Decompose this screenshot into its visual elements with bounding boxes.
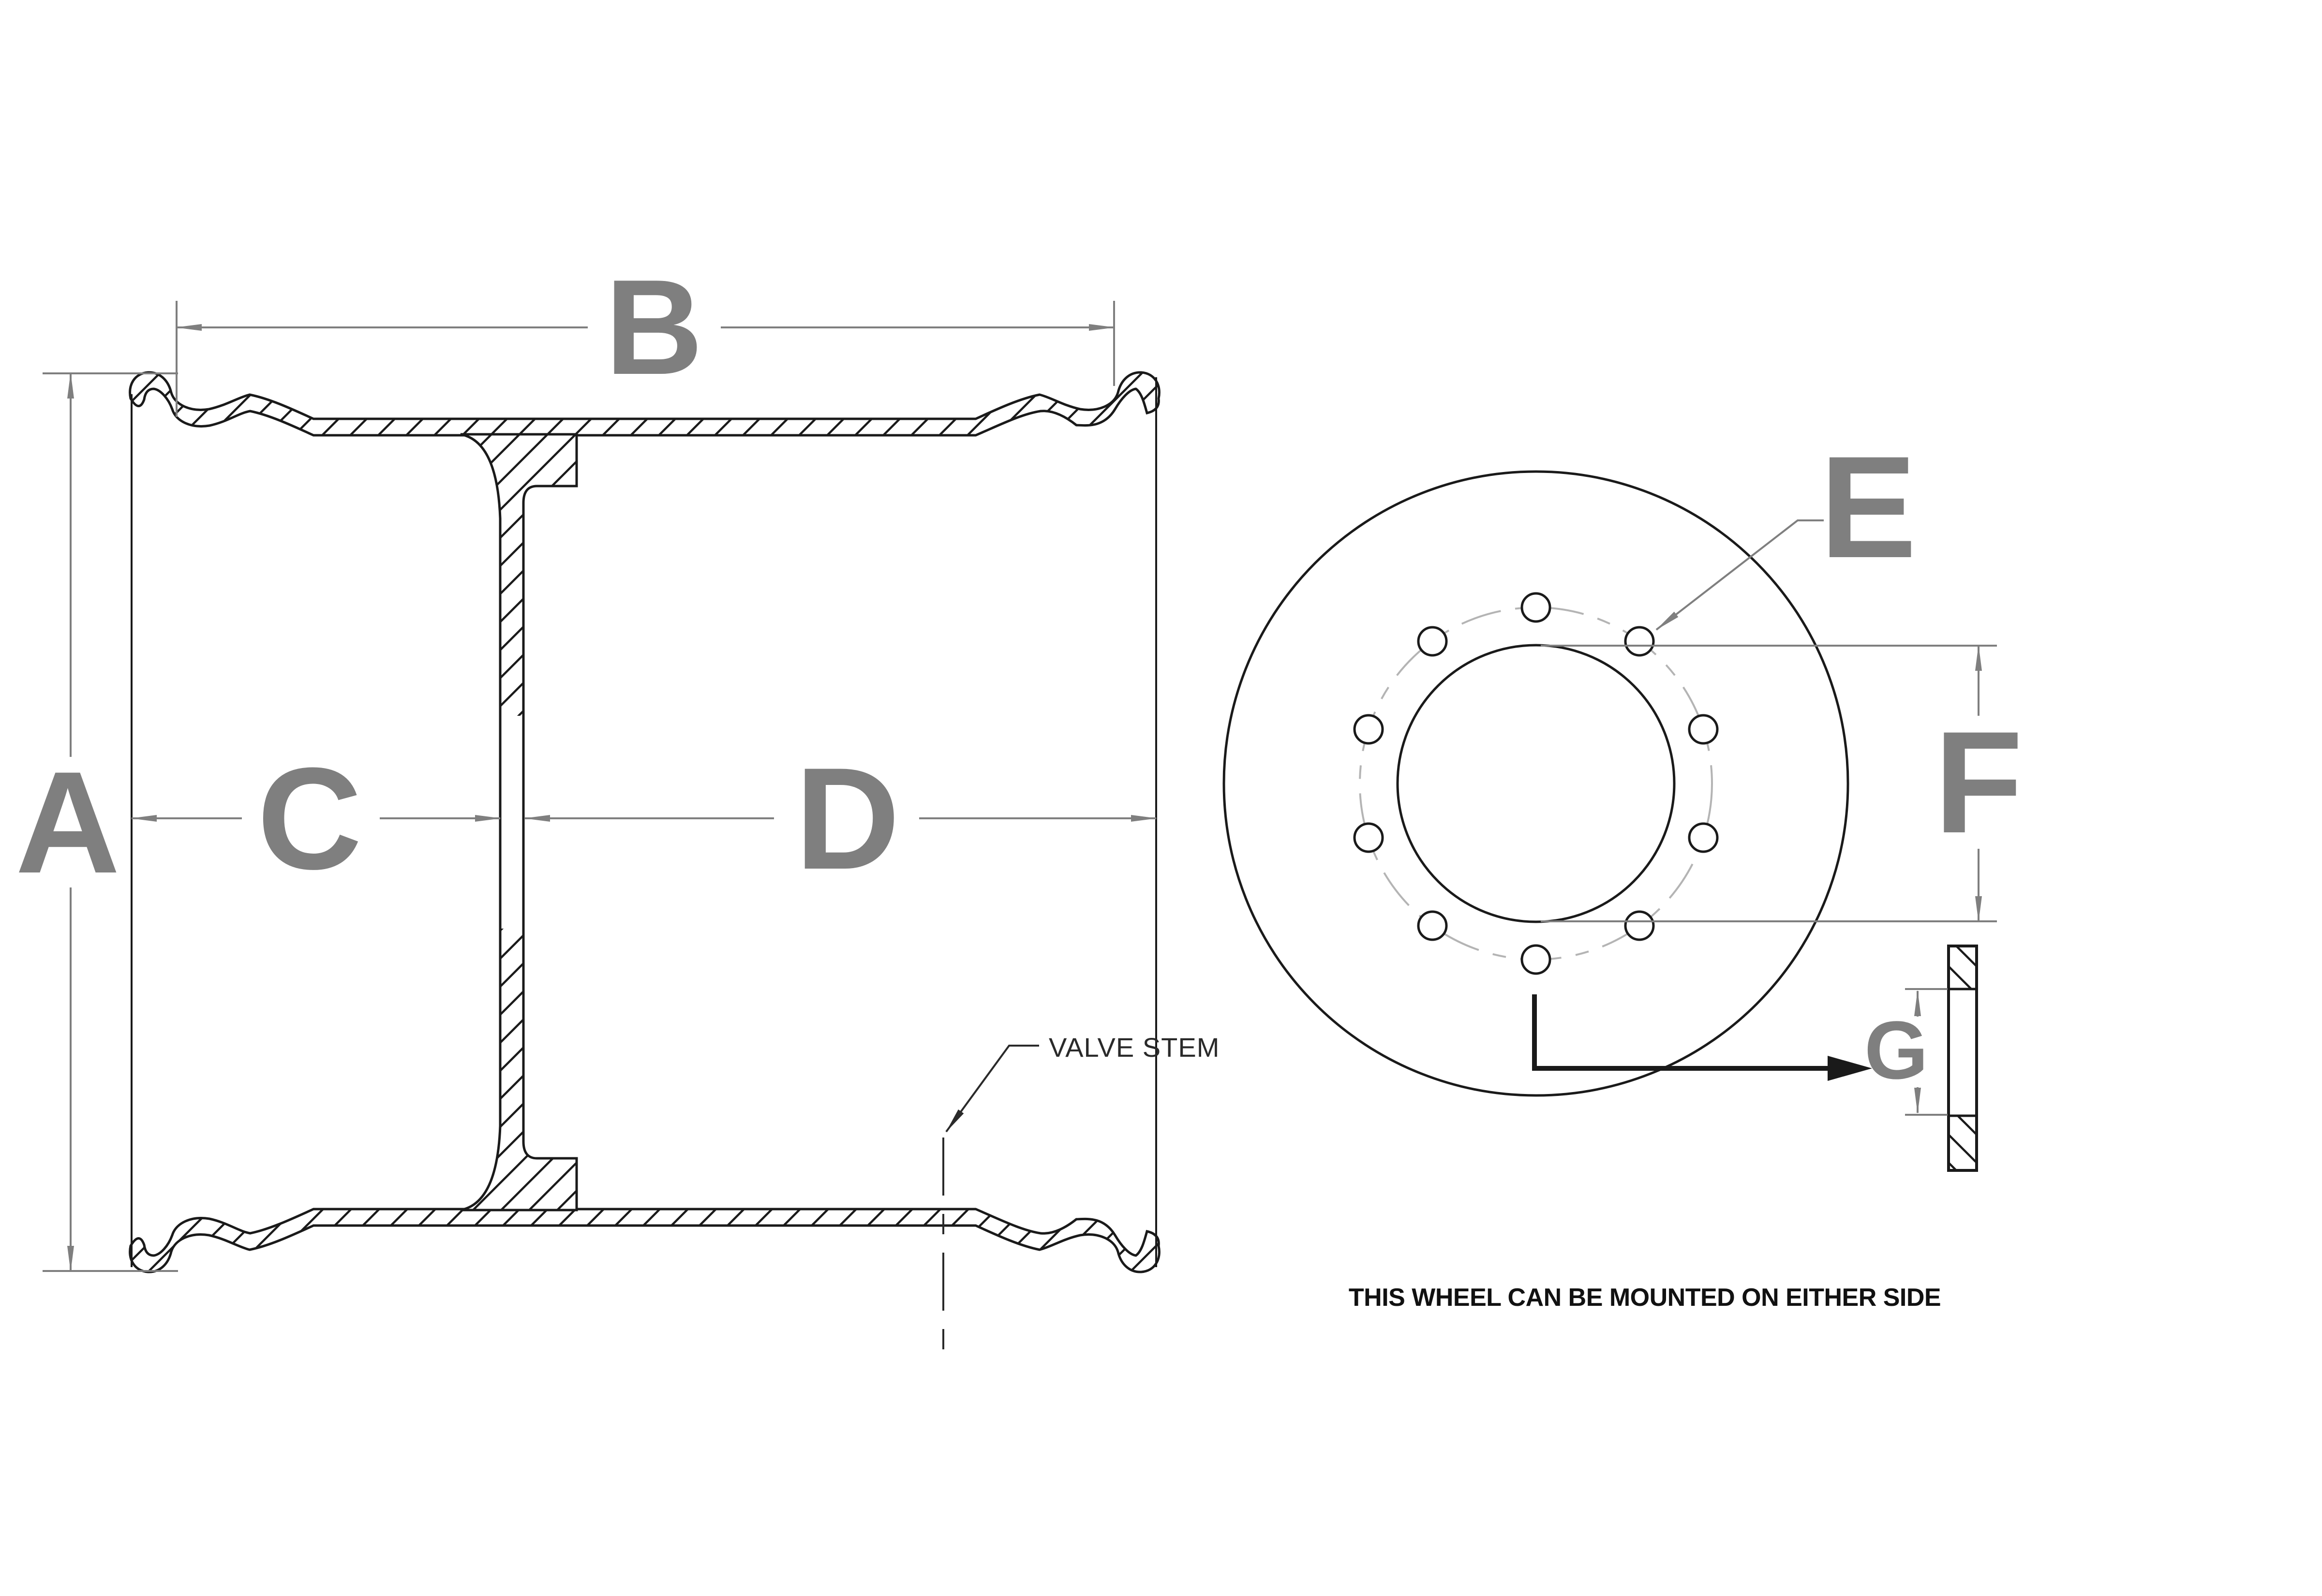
flange-bar-outline	[1947, 945, 1978, 1172]
section-pointer-arrow	[1532, 994, 1872, 1081]
bolt-hole	[1688, 714, 1719, 745]
bolt-hole	[1417, 626, 1448, 657]
bolt-hole	[1353, 714, 1384, 745]
wheel-outer-circle	[1222, 470, 1849, 1097]
dimension-e: E	[1655, 426, 1917, 631]
dimension-b	[176, 301, 1115, 417]
bolt-hole	[1417, 910, 1448, 941]
dim-label-b: B	[605, 252, 703, 403]
valve-stem-leader-line	[945, 1045, 1039, 1133]
front-view: E F G	[1222, 426, 2023, 1172]
dimension-g	[1905, 988, 1948, 1116]
section-view: VALVE STEM A B C D	[15, 252, 1220, 1352]
bolt-circle	[1359, 606, 1713, 961]
rim-bottom-section	[130, 1209, 1160, 1272]
bolt-hole	[1688, 822, 1719, 853]
flange-side-section	[1947, 945, 1978, 1172]
bolt-hole	[1520, 944, 1551, 975]
valve-stem-label: VALVE STEM	[1049, 1032, 1220, 1063]
dimension-a	[43, 372, 178, 1272]
dim-label-d: D	[795, 737, 900, 900]
dim-label-g: G	[1864, 1005, 1928, 1096]
dim-label-f: F	[1934, 701, 2023, 863]
valve-stem-callout: VALVE STEM	[945, 1032, 1220, 1133]
center-bore-circle	[1396, 644, 1676, 923]
dimension-f	[1541, 645, 1997, 922]
dim-label-c: C	[257, 737, 362, 900]
dim-label-a: A	[15, 741, 120, 903]
dim-e-leader-line	[1655, 519, 1824, 631]
mounting-note: THIS WHEEL CAN BE MOUNTED ON EITHER SIDE	[1349, 1284, 1941, 1312]
bolt-hole	[1353, 822, 1384, 853]
bolt-holes	[1353, 592, 1719, 975]
dim-label-e: E	[1820, 426, 1917, 588]
bolt-hole	[1624, 626, 1655, 657]
wheel-disc-section	[435, 434, 610, 1210]
bolt-hole	[1624, 910, 1655, 941]
bolt-hole	[1520, 592, 1551, 623]
